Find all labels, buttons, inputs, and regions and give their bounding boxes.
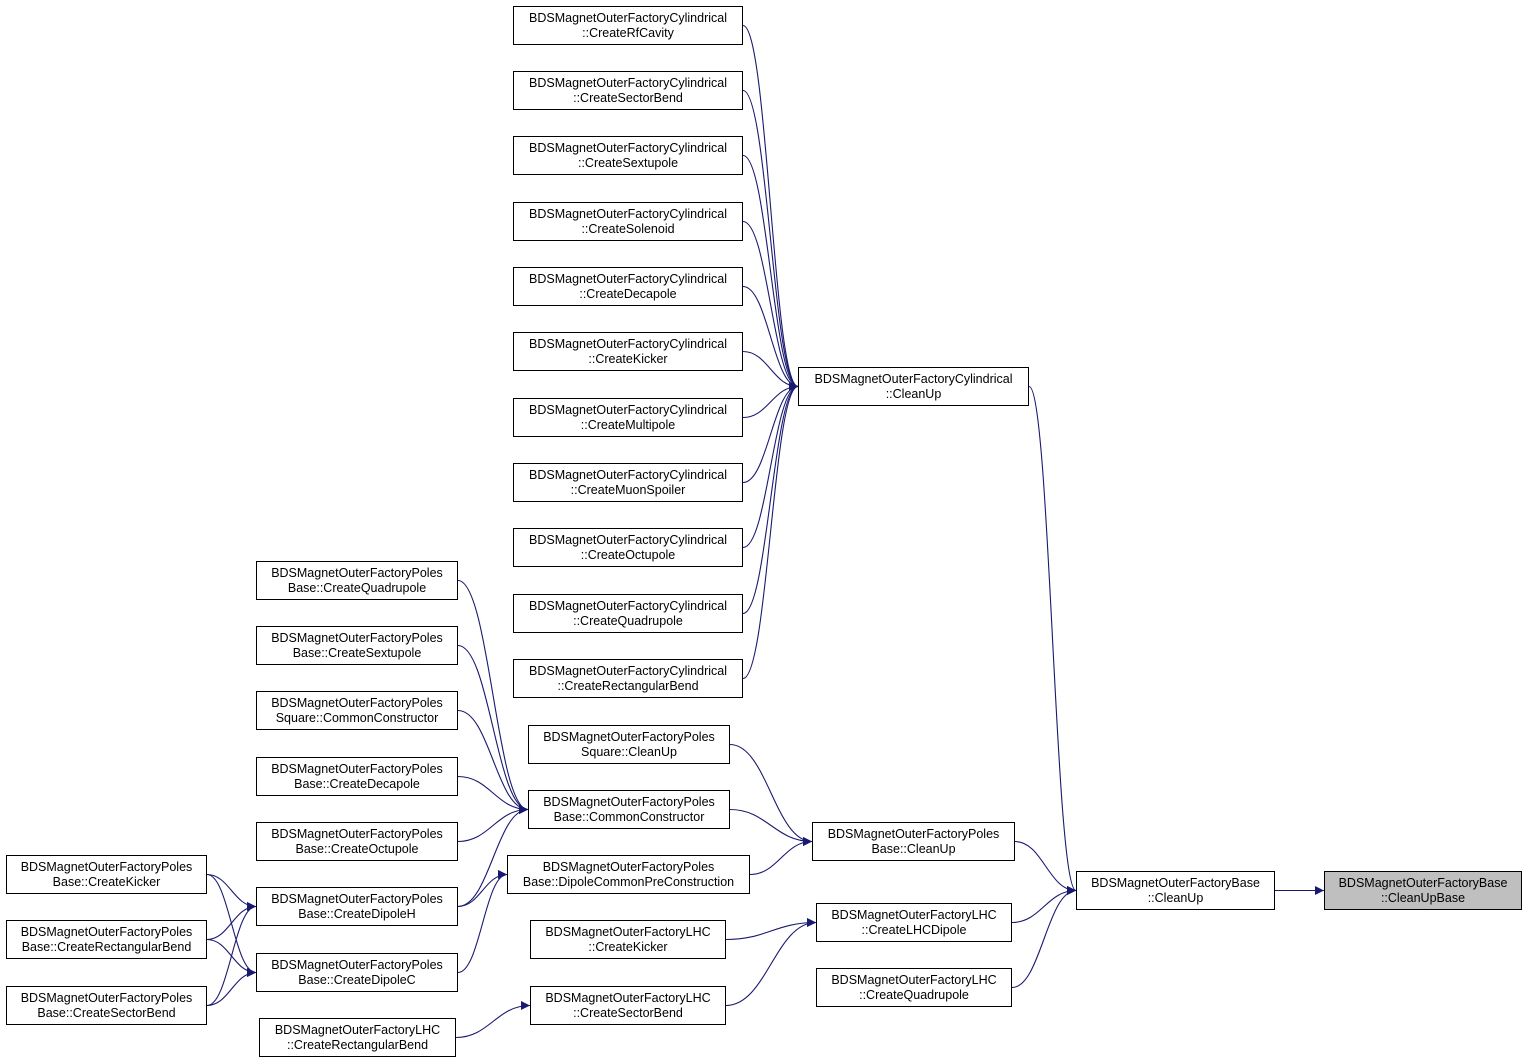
node-lhc-create-quadrupole[interactable]: BDSMagnetOuterFactoryLHC::CreateQuadrupo… [816,968,1012,1007]
edge-pb_rectbend-to-pb_dipolec [206,938,257,977]
node-lhc-create-lhc-dipole[interactable]: BDSMagnetOuterFactoryLHC::CreateLHCDipol… [816,903,1012,942]
edge-cyl_octupole-to-cyl_cleanup [742,382,799,549]
edge-pb_dipolec-to-pb_dipolecommonpre [457,870,508,974]
edge-cyl_sectorbend-to-cyl_cleanup [742,89,799,391]
node-cylindrical-create-rectangular-bend[interactable]: BDSMagnetOuterFactoryCylindrical::Create… [513,659,743,698]
node-cylindrical-create-solenoid[interactable]: BDSMagnetOuterFactoryCylindrical::Create… [513,202,743,241]
node-cylindrical-create-octupole[interactable]: BDSMagnetOuterFactoryCylindrical::Create… [513,528,743,567]
edge-ps_cleanup-to-pb_cleanup [729,743,813,846]
node-lhc-create-sector-bend[interactable]: BDSMagnetOuterFactoryLHC::CreateSectorBe… [530,986,726,1025]
node-cylindrical-create-muon-spoiler[interactable]: BDSMagnetOuterFactoryCylindrical::Create… [513,463,743,502]
edge-cyl_kicker-to-cyl_cleanup [742,350,799,391]
edge-lhc_lhcdipole-to-base_cleanup [1011,886,1077,924]
node-cylindrical-create-sextupole[interactable]: BDSMagnetOuterFactoryCylindrical::Create… [513,136,743,175]
edge-pb_sextupole-to-pb_commonconstructor [457,644,529,814]
node-cylindrical-create-multipole[interactable]: BDSMagnetOuterFactoryCylindrical::Create… [513,398,743,437]
edge-pb_decapole-to-pb_commonconstructor [457,775,529,814]
edge-cyl_solenoid-to-cyl_cleanup [742,220,799,391]
edge-lhc_kicker-to-lhc_lhcdipole [725,918,817,941]
node-lhc-create-rectangular-bend[interactable]: BDSMagnetOuterFactoryLHC::CreateRectangu… [259,1018,456,1057]
edge-cyl_quadrupole-to-cyl_cleanup [742,382,799,615]
node-cylindrical-create-sector-bend[interactable]: BDSMagnetOuterFactoryCylindrical::Create… [513,71,743,110]
edge-lhc_rectbend-to-lhc_sectorbend [455,1001,531,1039]
node-cylindrical-create-quadrupole[interactable]: BDSMagnetOuterFactoryCylindrical::Create… [513,594,743,633]
edge-lhc_sectorbend-to-lhc_lhcdipole [725,918,817,1007]
node-lhc-create-kicker[interactable]: BDSMagnetOuterFactoryLHC::CreateKicker [530,920,726,959]
edge-pb_cleanup-to-base_cleanup [1014,840,1077,895]
edge-pb_quadrupole-to-pb_commonconstructor [457,579,529,814]
edge-cyl_sextupole-to-cyl_cleanup [742,154,799,391]
edge-cyl_cleanup-to-base_cleanup [1028,385,1077,895]
edge-pb_dipoleh-to-pb_commonconstructor [457,805,529,908]
edge-pb_octupole-to-pb_commonconstructor [457,805,529,843]
node-base-clean-up-base-current: BDSMagnetOuterFactoryBase::CleanUpBase [1324,871,1522,910]
edge-cyl_rectbend-to-cyl_cleanup [742,382,799,680]
edge-lhc_quadrupole-to-base_cleanup [1011,886,1077,989]
edge-ps_commonconstructor-to-pb_commonconstructor [457,709,529,814]
edge-pb_dipolecommonpre-to-pb_cleanup [749,837,813,876]
node-cylindrical-create-decapole[interactable]: BDSMagnetOuterFactoryCylindrical::Create… [513,267,743,306]
node-base-clean-up[interactable]: BDSMagnetOuterFactoryBase::CleanUp [1076,871,1275,910]
edge-cyl_rfcavity-to-cyl_cleanup [742,24,799,391]
node-cylindrical-create-kicker[interactable]: BDSMagnetOuterFactoryCylindrical::Create… [513,332,743,371]
edge-pb_sectorbend-to-pb_dipolec [206,968,257,1007]
node-cylindrical-create-rf-cavity[interactable]: BDSMagnetOuterFactoryCylindrical::Create… [513,6,743,45]
edge-pb_commonconstructor-to-pb_cleanup [729,808,813,846]
node-cylindrical-clean-up[interactable]: BDSMagnetOuterFactoryCylindrical::CleanU… [798,367,1029,406]
